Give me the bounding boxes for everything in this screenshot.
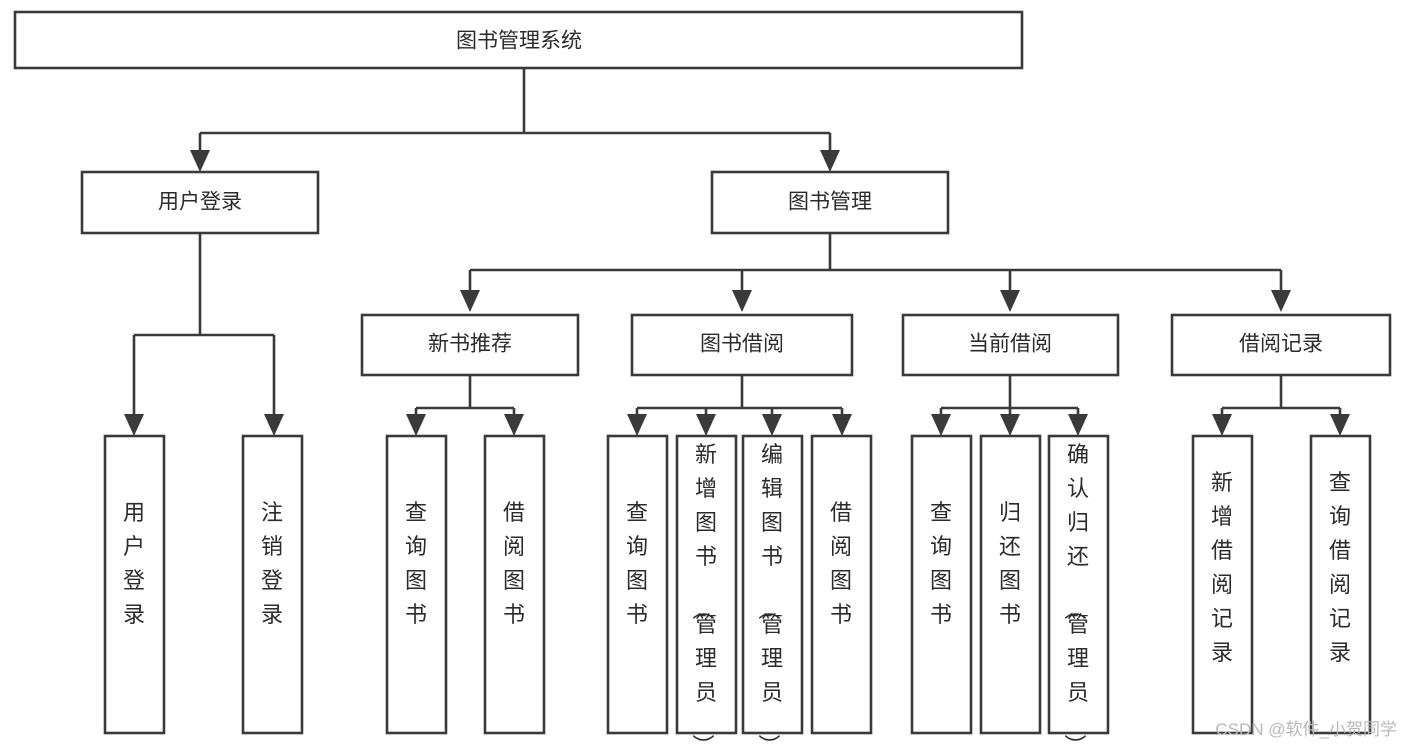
connector-group-current-borrow xyxy=(931,375,1088,436)
node-book-borrow-label: 图书借阅 xyxy=(700,333,784,356)
watermark-label: CSDN @软件_小贺同学 xyxy=(1215,720,1397,739)
node-leaf-query-book-3-label: 查询图书 xyxy=(930,500,952,627)
node-leaf-query-book-2[interactable]: 查询图书 xyxy=(606,434,669,735)
node-book-management[interactable]: 图书管理 xyxy=(710,170,950,235)
arrow-cb-leaf-2-icon xyxy=(1000,414,1020,436)
node-borrow-record-label: 借阅记录 xyxy=(1239,333,1323,356)
node-leaf-query-book-2-label: 查询图书 xyxy=(626,500,648,627)
node-leaf-return-book[interactable]: 归还图书 xyxy=(979,434,1042,735)
connector-group-borrow-record xyxy=(1212,375,1350,436)
node-new-book-recommend-box[interactable] xyxy=(360,313,580,377)
node-user-login-label: 用户登录 xyxy=(158,191,242,214)
node-leaf-query-book-1-label: 查询图书 xyxy=(405,500,427,627)
node-leaf-add-record[interactable]: 新增借阅记录 xyxy=(1191,434,1254,735)
node-leaf-add-book[interactable]: 新增图书（管理员） xyxy=(675,434,738,747)
node-leaf-query-book-3[interactable]: 查询图书 xyxy=(910,434,973,735)
arrow-bb-leaf-4-icon xyxy=(832,414,852,436)
node-leaf-confirm-return[interactable]: 确认归还（管理员） xyxy=(1047,434,1110,747)
connector-group-book-management xyxy=(460,233,1291,312)
arrow-bm-to-borrow-record-icon xyxy=(1271,290,1291,312)
node-leaf-edit-book-box[interactable] xyxy=(741,434,804,735)
arrow-bb-leaf-2-icon xyxy=(696,414,716,436)
node-leaf-query-record[interactable]: 查询借阅记录 xyxy=(1309,434,1372,735)
node-root-label: 图书管理系统 xyxy=(456,30,582,53)
node-leaf-borrow-book-1-box[interactable] xyxy=(483,434,546,735)
node-current-borrow[interactable]: 当前借阅 xyxy=(901,313,1120,377)
arrow-nbr-leaf-2-icon xyxy=(504,414,524,436)
node-root-box[interactable] xyxy=(13,10,1024,70)
node-book-management-label: 图书管理 xyxy=(788,191,872,214)
arrow-cb-leaf-3-icon xyxy=(1068,414,1088,436)
arrow-user-login-leaf-2-icon xyxy=(264,414,284,436)
node-leaf-user-login[interactable]: 用户登录 xyxy=(103,434,166,735)
node-borrow-record-box[interactable] xyxy=(1170,313,1392,377)
node-current-borrow-box[interactable] xyxy=(901,313,1120,377)
node-leaf-borrow-book-2[interactable]: 借阅图书 xyxy=(810,434,873,735)
node-leaf-borrow-book-2-label: 借阅图书 xyxy=(830,500,852,627)
node-leaf-add-book-box[interactable] xyxy=(675,434,738,735)
node-current-borrow-label: 当前借阅 xyxy=(968,333,1052,356)
arrow-bm-to-new-book-recommend-icon xyxy=(460,290,480,312)
connector-group-book-borrow xyxy=(627,375,852,436)
arrow-bb-leaf-1-icon xyxy=(627,414,647,436)
node-leaf-query-record-box[interactable] xyxy=(1309,434,1372,735)
node-leaf-return-book-box[interactable] xyxy=(979,434,1042,735)
node-book-borrow[interactable]: 图书借阅 xyxy=(630,313,854,377)
node-leaf-borrow-book-1[interactable]: 借阅图书 xyxy=(483,434,546,735)
node-book-borrow-box[interactable] xyxy=(630,313,854,377)
arrow-root-to-book-management-icon xyxy=(820,150,840,172)
node-leaf-query-book-1[interactable]: 查询图书 xyxy=(385,434,448,735)
node-leaf-edit-book[interactable]: 编辑图书（管理员） xyxy=(741,434,804,747)
node-leaf-borrow-book-1-label: 借阅图书 xyxy=(503,500,525,627)
node-leaf-logout-login-box[interactable] xyxy=(241,434,304,735)
node-user-login[interactable]: 用户登录 xyxy=(80,170,320,235)
arrow-nbr-leaf-1-icon xyxy=(406,414,426,436)
arrow-bm-to-book-borrow-icon xyxy=(732,290,752,312)
arrow-user-login-leaf-1-icon xyxy=(124,414,144,436)
node-leaf-add-book-label: 新增图书（管理员） xyxy=(690,442,717,747)
node-leaf-logout-login[interactable]: 注销登录 xyxy=(241,434,304,735)
node-leaf-query-book-2-box[interactable] xyxy=(606,434,669,735)
arrow-root-to-user-login-icon xyxy=(190,150,210,172)
node-new-book-recommend-label: 新书推荐 xyxy=(428,333,512,356)
node-leaf-add-record-box[interactable] xyxy=(1191,434,1254,735)
arrow-bb-leaf-3-icon xyxy=(762,414,782,436)
node-leaf-logout-login-label: 注销登录 xyxy=(261,500,283,627)
node-leaf-user-login-label: 用户登录 xyxy=(123,500,145,627)
connector-group-root xyxy=(190,68,840,172)
connector-group-new-book-recommend xyxy=(406,375,524,436)
node-leaf-query-book-1-box[interactable] xyxy=(385,434,448,735)
arrow-br-leaf-1-icon xyxy=(1212,414,1232,436)
node-leaf-user-login-box[interactable] xyxy=(103,434,166,735)
node-root[interactable]: 图书管理系统 xyxy=(13,10,1024,70)
node-leaf-edit-book-label: 编辑图书（管理员） xyxy=(756,442,783,747)
node-leaf-borrow-book-2-box[interactable] xyxy=(810,434,873,735)
node-user-login-box[interactable] xyxy=(80,170,320,235)
node-leaf-add-record-label: 新增借阅记录 xyxy=(1211,470,1233,665)
node-leaf-return-book-label: 归还图书 xyxy=(999,500,1021,627)
node-leaf-confirm-return-label: 确认归还（管理员） xyxy=(1062,442,1089,747)
node-new-book-recommend[interactable]: 新书推荐 xyxy=(360,313,580,377)
arrow-br-leaf-2-icon xyxy=(1330,414,1350,436)
arrow-cb-leaf-1-icon xyxy=(931,414,951,436)
arrow-bm-to-current-borrow-icon xyxy=(1000,290,1020,312)
node-borrow-record[interactable]: 借阅记录 xyxy=(1170,313,1392,377)
node-leaf-query-record-label: 查询借阅记录 xyxy=(1329,470,1351,665)
node-leaf-confirm-return-box[interactable] xyxy=(1047,434,1110,735)
node-book-management-box[interactable] xyxy=(710,170,950,235)
node-leaf-query-book-3-box[interactable] xyxy=(910,434,973,735)
connector-group-user-login xyxy=(124,233,284,436)
